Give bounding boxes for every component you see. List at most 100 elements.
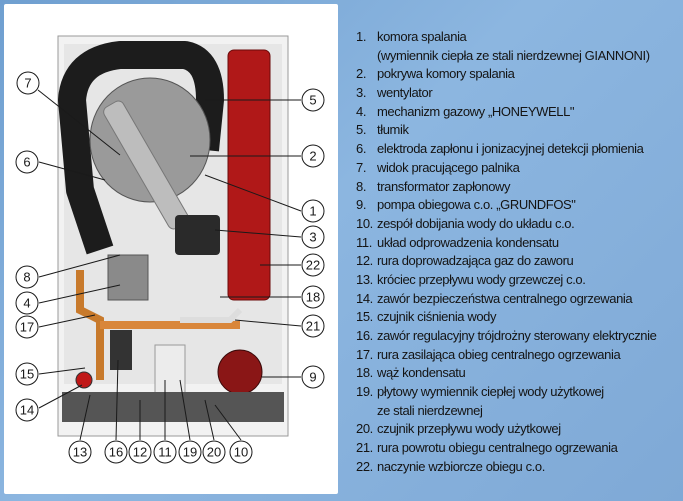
callout-15: 15 — [15, 362, 39, 386]
callout-3: 3 — [301, 225, 325, 249]
legend-number: 7. — [356, 159, 367, 175]
callout-circle — [15, 315, 39, 339]
legend-item: 22.naczynie wzbiorcze obiegu c.o. — [356, 458, 681, 477]
callout-number: 12 — [133, 445, 147, 460]
callout-9: 9 — [301, 365, 325, 389]
callout-19: 19 — [178, 440, 202, 464]
plate-heat-exchanger — [154, 344, 186, 396]
legend-number: 20. — [356, 421, 373, 437]
callout-5: 5 — [301, 88, 325, 112]
callout-circle — [301, 88, 325, 112]
legend-list: 1.komora spalania(wymiennik ciepła ze st… — [356, 28, 681, 477]
callout-number: 19 — [183, 445, 197, 460]
legend-number: 18. — [356, 365, 373, 381]
callout-circle — [301, 365, 325, 389]
legend-text: układ odprowadzenia kondensatu — [377, 234, 559, 250]
callout-17: 17 — [15, 315, 39, 339]
callout-number: 16 — [109, 445, 123, 460]
callout-number: 14 — [20, 403, 34, 418]
legend-text: widok pracującego palnika — [377, 159, 520, 175]
legend-item: 20.czujnik przepływu wody użytkowej — [356, 420, 681, 439]
callout-number: 21 — [306, 319, 320, 334]
legend-item: 2.pokrywa komory spalania — [356, 65, 681, 84]
callout-circle — [15, 291, 39, 315]
callout-8: 8 — [15, 265, 39, 289]
legend-text-continued: ze stali nierdzewnej — [377, 402, 483, 418]
callout-circle — [15, 265, 39, 289]
legend-number: 3. — [356, 85, 367, 101]
callout-12: 12 — [128, 440, 152, 464]
legend-text: płytowy wymiennik ciepłej wody użytkowej — [377, 384, 604, 400]
legend-item: 1.komora spalania — [356, 28, 681, 47]
legend-text: czujnik przepływu wody użytkowej — [377, 421, 561, 437]
legend-number: 2. — [356, 66, 367, 82]
callout-2: 2 — [301, 144, 325, 168]
callout-20: 20 — [202, 440, 226, 464]
legend-text: tłumik — [377, 122, 409, 138]
legend-text: zespół dobijania wody do układu c.o. — [377, 215, 575, 231]
callout-circle — [301, 199, 325, 223]
callout-circle — [178, 440, 202, 464]
legend-item: 17.rura zasilająca obieg centralnego ogr… — [356, 346, 681, 365]
legend-text: zawór regulacyjny trójdrożny sterowany e… — [377, 328, 657, 343]
legend-item: 4.mechanizm gazowy „HONEYWELL" — [356, 103, 681, 122]
leader-lines — [37, 89, 302, 441]
callout-number: 11 — [158, 445, 172, 460]
callout-number: 10 — [234, 445, 248, 460]
legend-item: 9. pompa obiegowa c.o. „GRUNDFOS" — [356, 196, 681, 215]
legend-number: 13. — [356, 271, 373, 287]
gas-valve — [107, 254, 149, 301]
callout-circle — [15, 398, 39, 422]
callout-21: 21 — [301, 314, 325, 338]
callout-4: 4 — [15, 291, 39, 315]
callout-number: 18 — [306, 290, 320, 305]
legend-item: 11.układ odprowadzenia kondensatu — [356, 234, 681, 253]
legend-text: wąż kondensatu — [377, 365, 466, 381]
legend-text-continued: (wymiennik ciepła ze stali nierdzewnej G… — [377, 47, 650, 63]
callout-number: 15 — [20, 367, 34, 382]
callout-number: 4 — [23, 296, 30, 311]
legend-number: 10. — [356, 215, 373, 231]
callout-number: 13 — [73, 445, 87, 460]
legend-number: 1. — [356, 29, 367, 44]
legend-number: 22. — [356, 458, 373, 474]
legend-item: 14.zawór bezpieczeństwa centralnego ogrz… — [356, 290, 681, 309]
callout-circle — [301, 285, 325, 309]
legend-item: 3.wentylator — [356, 84, 681, 103]
legend-item: 10.zespół dobijania wody do układu c.o. — [356, 215, 681, 234]
three-way-valve — [110, 330, 132, 370]
legend-number: 5. — [356, 122, 367, 138]
legend-number: 15. — [356, 309, 373, 325]
callout-circle — [68, 440, 92, 464]
callout-circle — [15, 150, 39, 174]
legend-item: 16. zawór regulacyjny trójdrożny sterowan… — [356, 327, 681, 346]
callout-circle — [202, 440, 226, 464]
bottom-manifold — [62, 392, 284, 422]
callout-6: 6 — [15, 150, 39, 174]
legend-item: 8. transformator zapłonowy — [356, 178, 681, 197]
legend-item: 13.króciec przepływu wody grzewczej c.o. — [356, 271, 681, 290]
callout-16: 16 — [104, 440, 128, 464]
legend-text: rura zasilająca obieg centralnego ogrzew… — [377, 346, 621, 362]
callout-circle — [16, 71, 40, 95]
air-intake-pipe — [58, 41, 224, 255]
legend-item: 21.rura powrotu obiegu centralnego ogrze… — [356, 439, 681, 458]
callout-number: 5 — [309, 93, 316, 108]
legend-number: 9. — [356, 197, 367, 213]
expansion-vessel — [227, 49, 271, 301]
legend-text: naczynie wzbiorcze obiegu c.o. — [377, 458, 545, 474]
legend-item: 15.czujnik ciśnienia wody — [356, 308, 681, 327]
legend-number: 16. — [356, 328, 373, 343]
callout-circle — [128, 440, 152, 464]
legend-text: transformator zapłonowy — [377, 178, 511, 194]
callout-circle — [229, 440, 253, 464]
callout-number: 3 — [309, 230, 316, 245]
legend-item: 7. widok pracującego palnika — [356, 159, 681, 178]
legend-number: 8. — [356, 178, 367, 194]
legend-item: 18.wąż kondensatu — [356, 364, 681, 383]
legend-number: 4. — [356, 103, 367, 119]
safety-valve — [75, 371, 93, 389]
legend-text: pompa obiegowa c.o. „GRUNDFOS" — [377, 197, 576, 213]
callout-number: 22 — [306, 258, 320, 273]
